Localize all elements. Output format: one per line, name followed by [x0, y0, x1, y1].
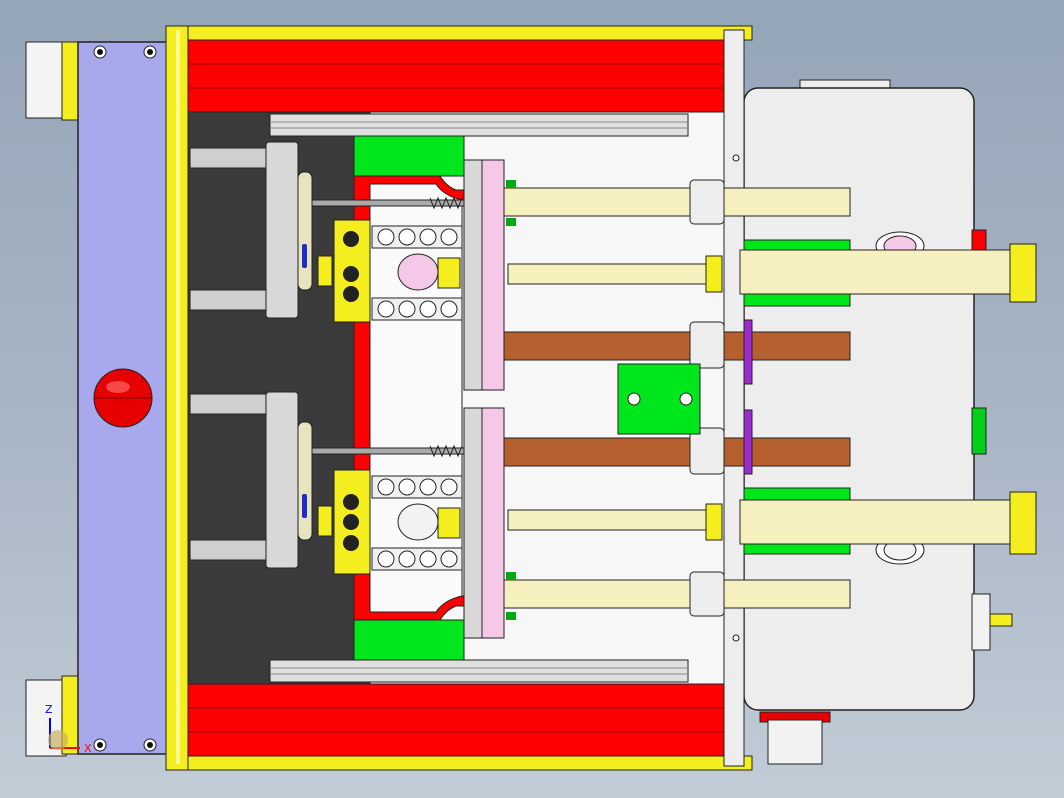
- right-housing: [743, 79, 1013, 765]
- lower-ejector-unit: [189, 391, 505, 639]
- z-axis-label: Z: [45, 703, 53, 716]
- rods-and-cylinders: [503, 154, 1037, 642]
- upper-ejector-unit: [189, 141, 505, 391]
- red-plates: [187, 39, 725, 757]
- axis-triad: Z X: [45, 703, 92, 755]
- left-clamp-plate: [25, 41, 169, 757]
- x-axis-label: X: [84, 742, 92, 755]
